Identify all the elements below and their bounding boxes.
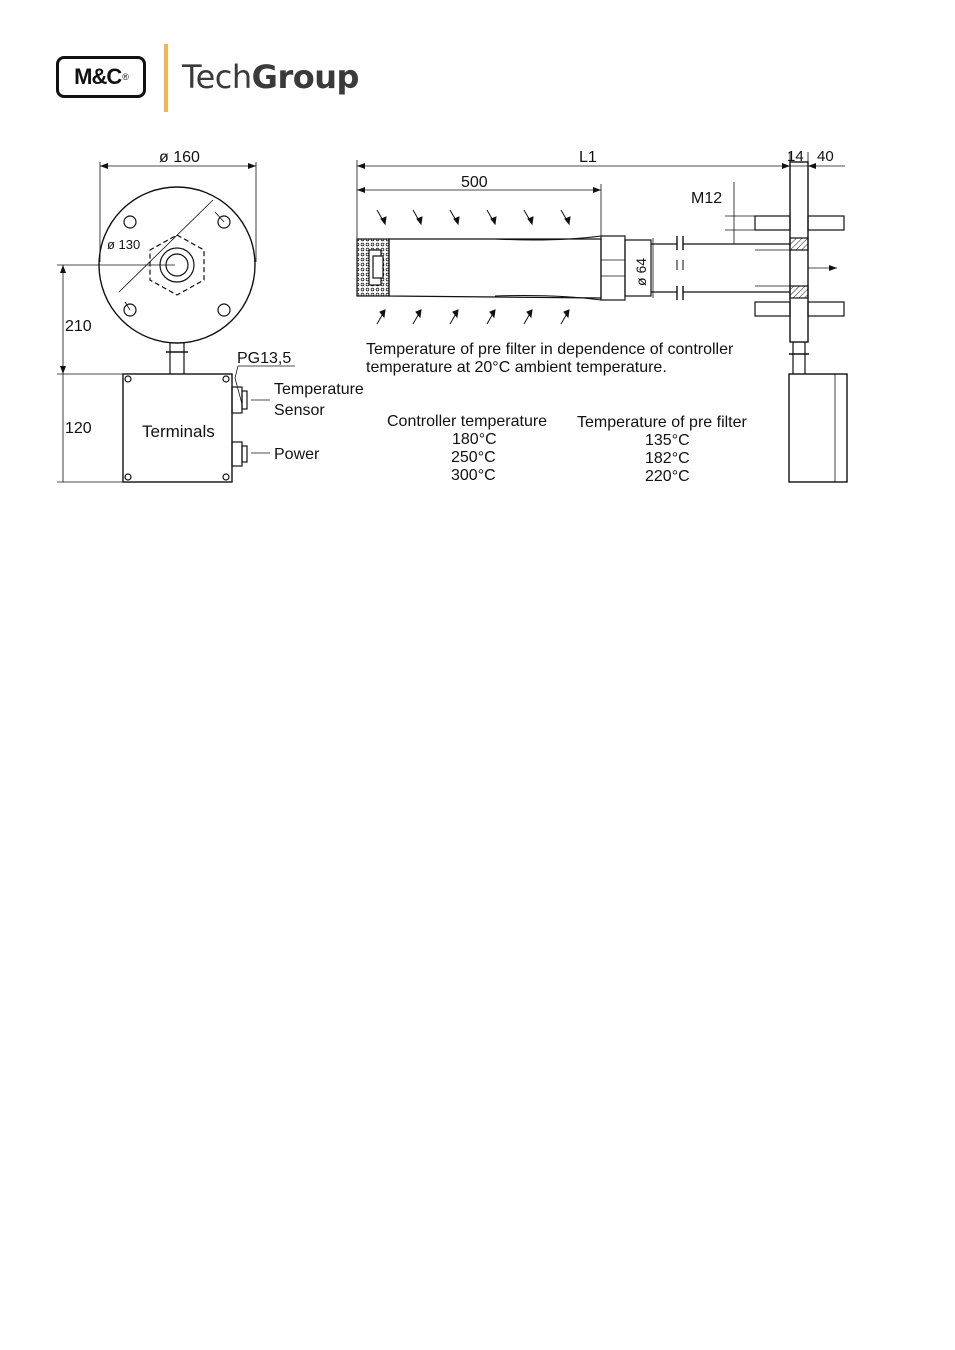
table-header-controller: Controller temperature: [387, 413, 547, 430]
temperature-table: Controller temperature Temperature of pr…: [387, 413, 748, 485]
dim-height-box: 120: [65, 420, 92, 437]
heat-arrows-bottom: [377, 310, 569, 324]
logo-wordmark-tech: Tech: [182, 58, 252, 96]
controller-temp-cell: 180°C: [452, 431, 497, 448]
controller-temp-cell: 300°C: [451, 467, 496, 484]
dim-flange-40: 40: [817, 148, 834, 165]
heat-arrows: [377, 210, 570, 324]
gland-label: PG13,5: [237, 350, 291, 367]
dim-length-500: 500: [461, 174, 488, 191]
mc-logo-mark: M&C®: [56, 56, 146, 98]
dim-flange-14: 14: [787, 148, 804, 165]
dim-tube-diameter: ø 64: [633, 258, 649, 286]
table-row: 300°C 220°C: [451, 467, 690, 485]
table-row: 250°C 182°C: [451, 449, 690, 467]
technical-drawing: ø 160 ø 130 210 120 Terminals PG13,5 Tem…: [55, 142, 850, 487]
logo-wordmark: TechGroup: [182, 58, 359, 96]
dim-length-l1: L1: [579, 149, 597, 166]
prefilter-temp-cell: 220°C: [645, 468, 690, 485]
dim-height-total: 210: [65, 318, 92, 335]
temp-sensor-label-line2: Sensor: [274, 402, 325, 419]
dim-outer-diameter: ø 160: [159, 149, 200, 166]
registered-mark: ®: [122, 72, 128, 82]
logo-divider: [164, 44, 168, 112]
logo-mark-text: M&C: [74, 64, 121, 90]
table-row: 180°C 135°C: [452, 431, 690, 449]
terminals-label: Terminals: [142, 422, 215, 441]
note-line-2: temperature at 20°C ambient temperature.: [366, 359, 667, 376]
power-label: Power: [274, 446, 320, 463]
mc-techgroup-logo: M&C® TechGroup: [56, 44, 356, 116]
prefilter-temp-cell: 135°C: [645, 432, 690, 449]
table-header-prefilter: Temperature of pre filter: [577, 414, 748, 431]
temp-sensor-label-line1: Temperature: [274, 381, 364, 398]
heat-arrows-top: [377, 210, 570, 224]
side-view: [357, 152, 847, 482]
controller-temp-cell: 250°C: [451, 449, 496, 466]
dim-bolt-circle: ø 130: [107, 237, 140, 252]
dim-thread-m12: M12: [691, 190, 722, 207]
note-line-1: Temperature of pre filter in dependence …: [366, 341, 734, 358]
prefilter-temp-cell: 182°C: [645, 450, 690, 467]
logo-wordmark-group: Group: [252, 58, 359, 96]
